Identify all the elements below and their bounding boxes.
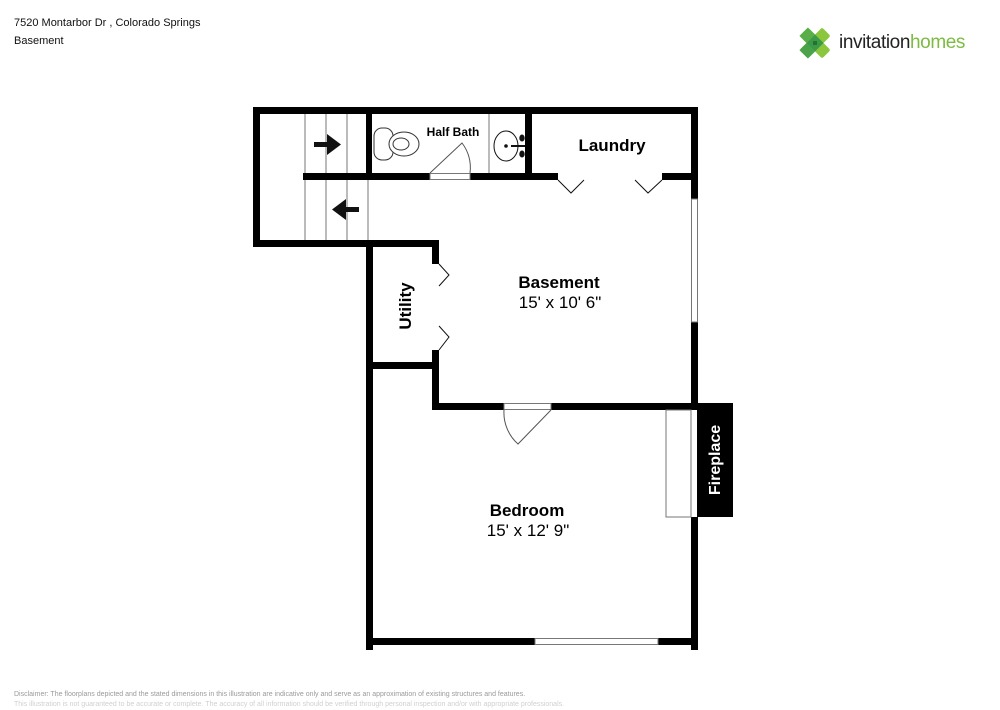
disclaimer-line-1: Disclaimer: The floorplans depicted and … (14, 691, 526, 698)
fireplace-hearth (665, 409, 692, 518)
doors (429, 142, 663, 445)
windows (534, 198, 698, 645)
clover-logo-icon (799, 27, 830, 59)
label-half-bath: Half Bath (427, 125, 480, 139)
floor-name: Basement (14, 35, 64, 47)
logo-wordmark: invitationhomes (839, 32, 965, 54)
stairs-down-arrow-icon (332, 199, 359, 220)
logo-word-homes: homes (910, 32, 966, 53)
sink-icon (493, 130, 525, 162)
basement-window (691, 198, 698, 323)
label-bedroom: Bedroom (490, 501, 565, 520)
label-utility: Utility (396, 282, 415, 330)
dim-bedroom: 15' x 12' 9" (487, 521, 569, 540)
property-address: 7520 Montarbor Dr , Colorado Springs (14, 17, 201, 29)
property-header: 7520 Montarbor Dr , Colorado Springs Bas… (14, 14, 200, 50)
dim-basement: 15' x 10' 6" (519, 293, 601, 312)
label-fireplace: Fireplace (707, 425, 724, 495)
walls (253, 107, 698, 650)
bedroom-window (534, 638, 659, 645)
toilet-icon (373, 127, 420, 161)
disclaimer-line-2: This illustration is not guaranteed to b… (14, 701, 565, 708)
label-basement: Basement (518, 273, 600, 292)
company-logo: invitationhomes (797, 25, 965, 61)
label-laundry: Laundry (578, 136, 646, 155)
stairs-up-arrow-icon (314, 134, 341, 155)
logo-word-invitation: invitation (839, 32, 910, 53)
fireplace-block (697, 403, 733, 517)
disclaimer: Disclaimer: The floorplans depicted and … (14, 690, 564, 710)
